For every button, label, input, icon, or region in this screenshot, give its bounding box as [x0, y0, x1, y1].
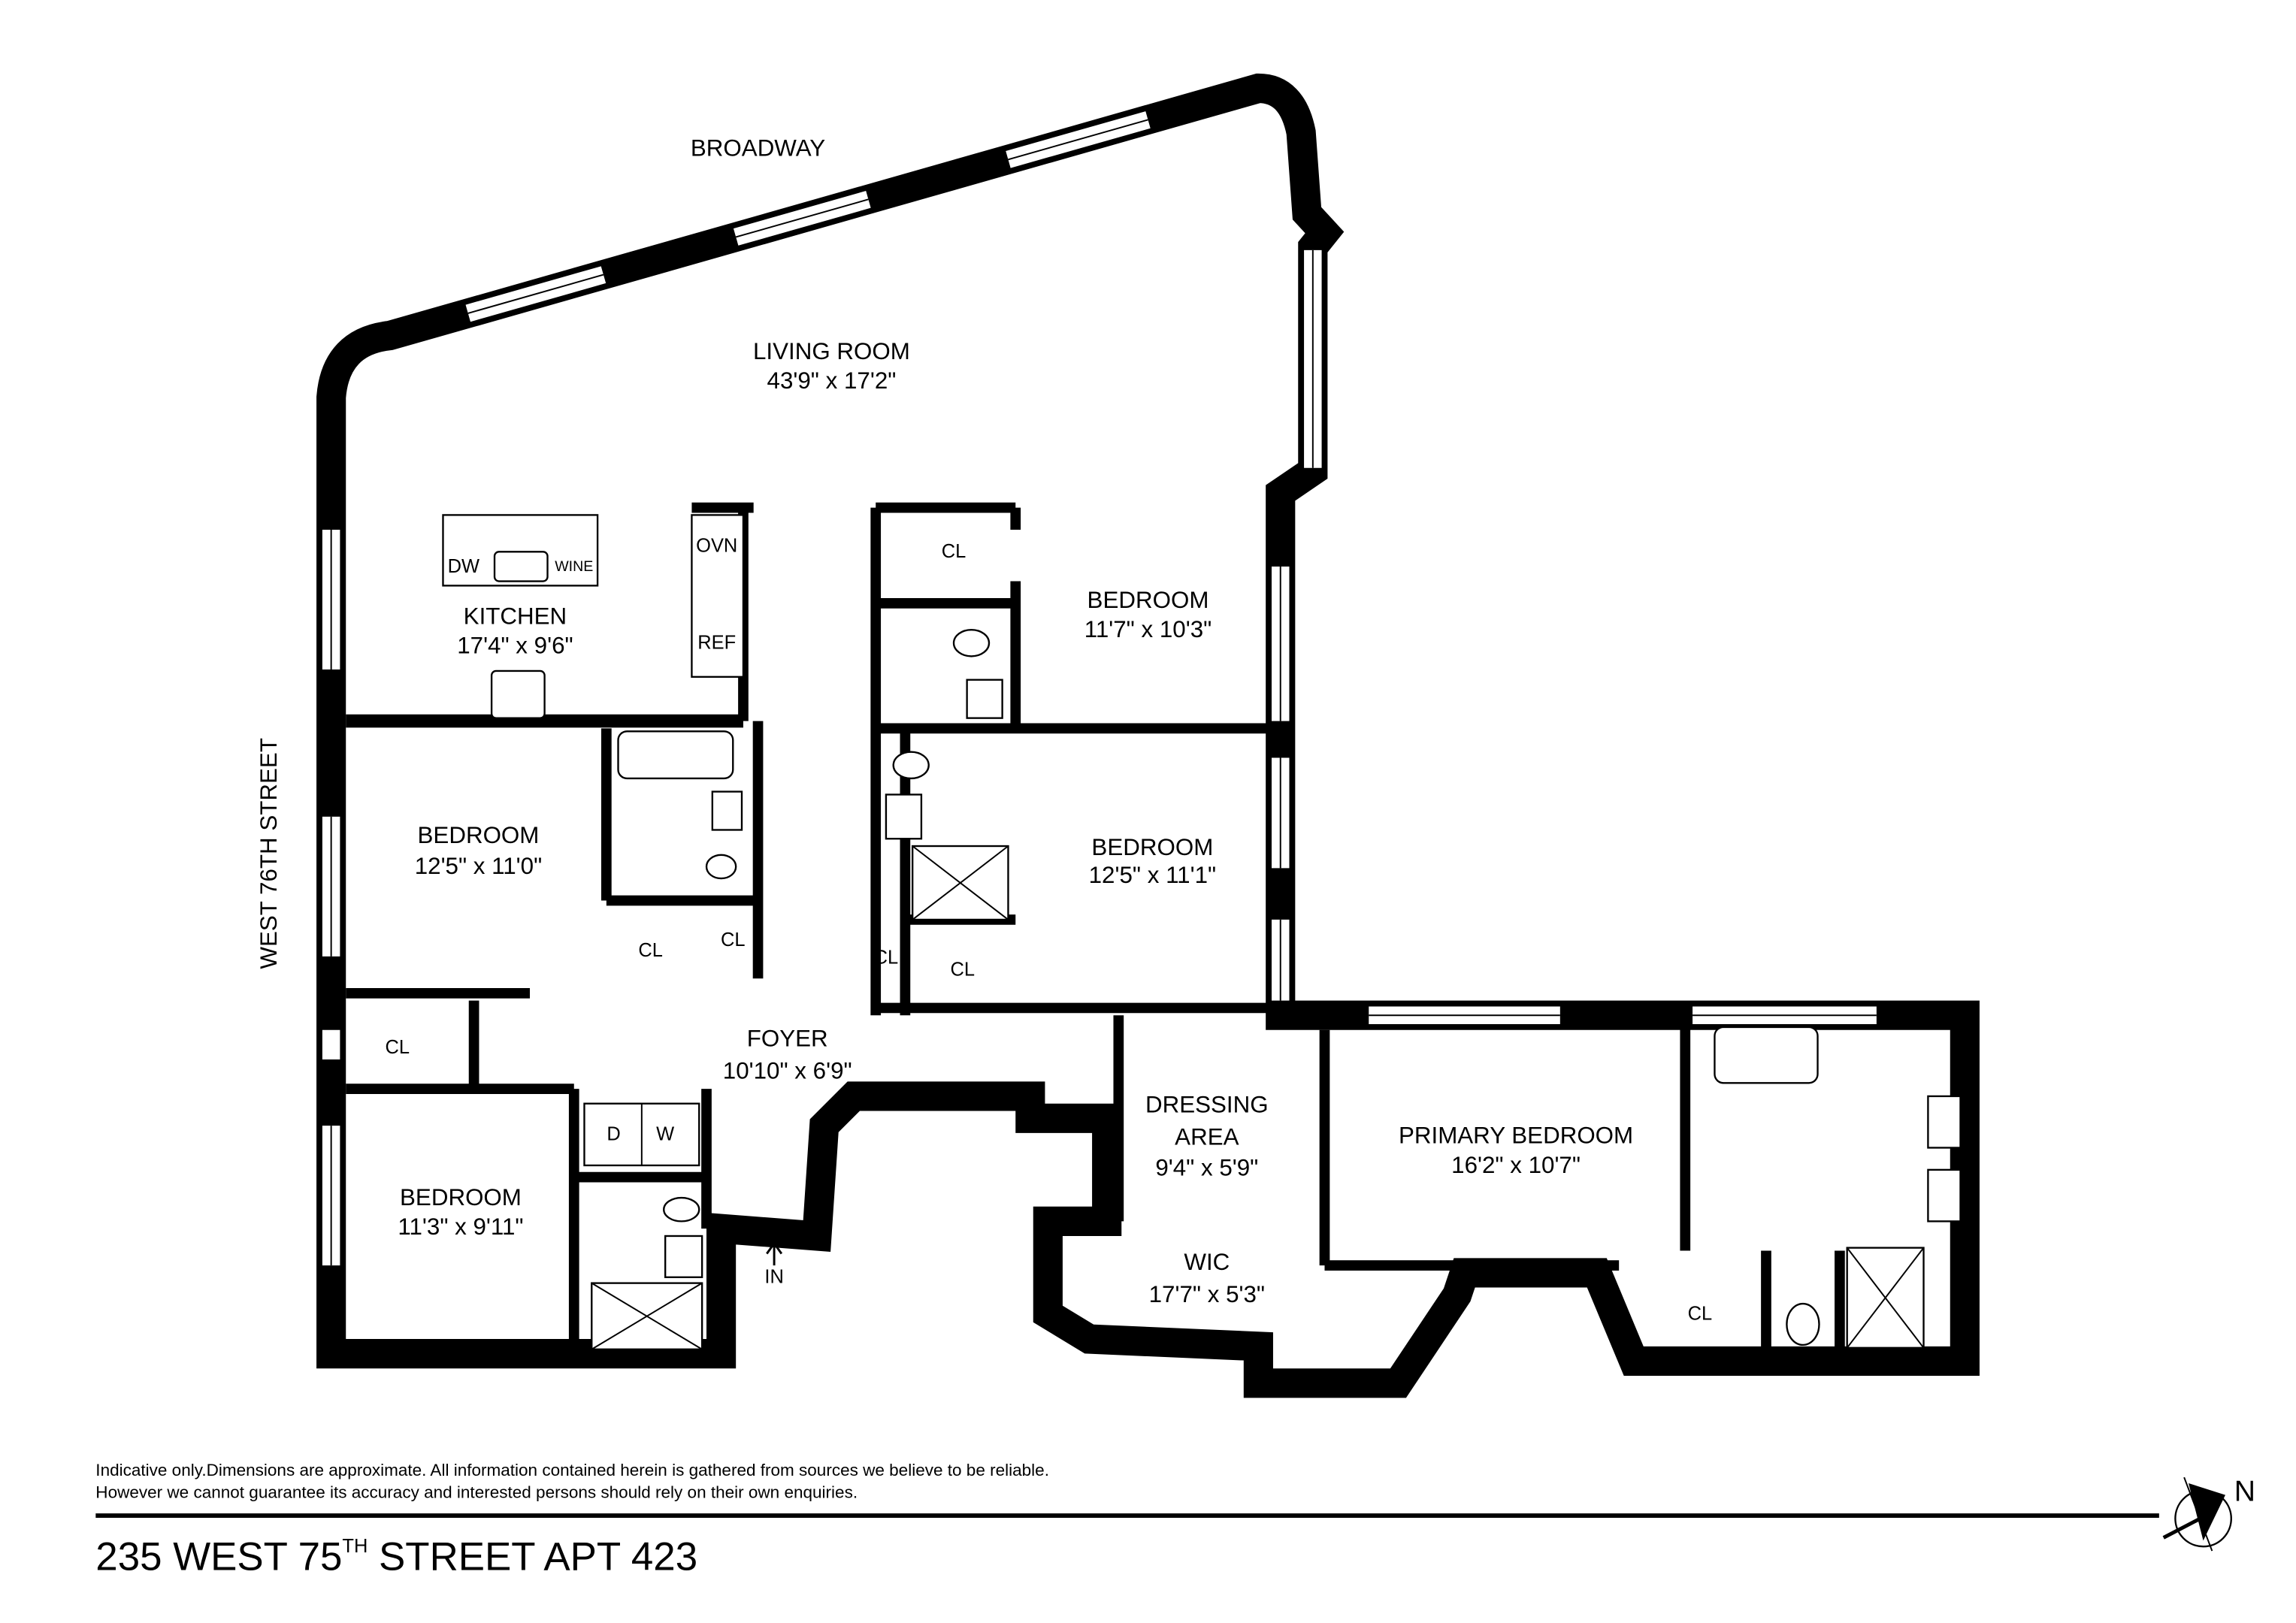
compass-label: N — [2234, 1475, 2255, 1507]
room-name: FOYER — [747, 1025, 828, 1051]
exterior-walls — [316, 73, 1980, 1398]
room-name: WIC — [1184, 1249, 1230, 1275]
room-name: DRESSING — [1145, 1091, 1269, 1117]
address-suffix: STREET APT 423 — [368, 1535, 697, 1579]
closet-label: CL — [721, 929, 746, 951]
closet-label: CL — [386, 1037, 410, 1058]
street-label-west-76th: WEST 76TH STREET — [256, 738, 282, 969]
room-size: 12'5" x 11'1" — [1089, 862, 1217, 888]
room-name-line2: AREA — [1175, 1124, 1239, 1150]
room-name: BEDROOM — [1091, 834, 1213, 860]
room-size: 11'7" x 10'3" — [1084, 616, 1212, 642]
room-name: BEDROOM — [400, 1184, 522, 1210]
bathtub-icon — [617, 730, 734, 780]
appliance-labels: DW WINE OVN REF D W — [448, 535, 738, 1144]
room-size: 9'4" x 5'9" — [1155, 1155, 1258, 1181]
address-prefix: 235 WEST 75 — [95, 1535, 342, 1579]
room-name: PRIMARY BEDROOM — [1399, 1123, 1633, 1149]
oven-label: OVN — [696, 535, 737, 556]
address-superscript: TH — [342, 1536, 368, 1557]
washer-label: W — [656, 1124, 674, 1145]
closet-label: CL — [638, 940, 663, 961]
refrigerator-label: REF — [697, 633, 736, 654]
room-labels: LIVING ROOM 43'9" x 17'2" KITCHEN 17'4" … — [398, 338, 1633, 1307]
closet-label: CL — [1688, 1304, 1713, 1325]
entry-label: IN — [764, 1267, 783, 1288]
room-name: BEDROOM — [1087, 587, 1209, 613]
room-size: 10'10" x 6'9" — [723, 1057, 852, 1084]
stove-icon — [490, 669, 546, 719]
room-name: LIVING ROOM — [753, 338, 910, 364]
room-size: 17'7" x 5'3" — [1149, 1281, 1265, 1307]
fixtures — [442, 514, 1962, 1350]
interior-walls — [346, 502, 1845, 1362]
room-size: 16'2" x 10'7" — [1451, 1152, 1581, 1178]
room-name: BEDROOM — [418, 822, 540, 848]
windows — [322, 111, 1877, 1266]
closet-labels: CL CL CL CL CL CL CL — [386, 541, 1713, 1324]
closet-label: CL — [942, 541, 966, 562]
room-size: 12'5" x 11'0" — [415, 853, 542, 879]
disclaimer-line-1: Indicative only.Dimensions are approxima… — [95, 1461, 1049, 1479]
north-arrow-icon — [2162, 1476, 2232, 1552]
street-label-broadway: BROADWAY — [691, 135, 825, 162]
room-size: 17'4" x 9'6" — [457, 632, 573, 658]
closet-label: CL — [874, 948, 899, 969]
closet-label: CL — [950, 959, 975, 980]
room-size: 43'9" x 17'2" — [767, 367, 897, 394]
dishwasher-label: DW — [448, 556, 479, 577]
wine-label: WINE — [555, 558, 593, 575]
entry-arrow-icon — [766, 1241, 783, 1266]
dryer-label: D — [607, 1124, 620, 1145]
address-title: 235 WEST 75TH STREET APT 423 — [95, 1535, 697, 1579]
toilet-icon — [705, 854, 737, 880]
room-size: 11'3" x 9'11" — [398, 1213, 523, 1240]
disclaimer-line-2: However we cannot guarantee its accuracy… — [95, 1483, 858, 1502]
room-name: KITCHEN — [464, 603, 567, 629]
